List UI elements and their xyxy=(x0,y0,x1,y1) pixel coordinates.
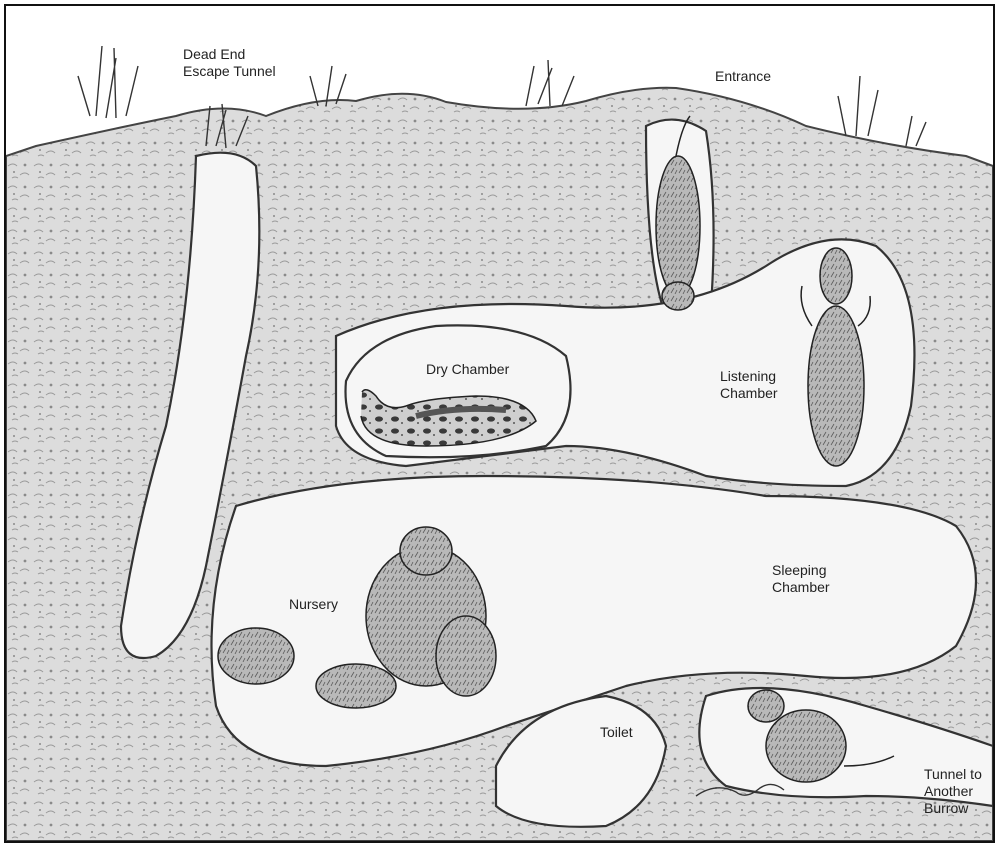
label-entrance: Entrance xyxy=(715,68,771,85)
label-tunnel-to-another-burrow: Tunnel to Another Burrow xyxy=(924,766,982,817)
label-line: Dry Chamber xyxy=(426,361,509,378)
label-dead-end-escape-tunnel: Dead End Escape Tunnel xyxy=(183,46,276,80)
label-listening-chamber: Listening Chamber xyxy=(720,368,778,402)
burrow-illustration xyxy=(6,6,993,841)
label-line: Listening xyxy=(720,368,778,385)
illustration-frame: Dead End Escape Tunnel Entrance Dry Cham… xyxy=(4,4,995,843)
label-line: Tunnel to xyxy=(924,766,982,783)
label-line: Dead End xyxy=(183,46,276,63)
label-nursery: Nursery xyxy=(289,596,338,613)
label-line: Nursery xyxy=(289,596,338,613)
label-line: Entrance xyxy=(715,68,771,85)
label-line: Another xyxy=(924,783,982,800)
label-line: Burrow xyxy=(924,800,982,817)
label-line: Sleeping xyxy=(772,562,830,579)
label-line: Escape Tunnel xyxy=(183,63,276,80)
label-toilet: Toilet xyxy=(600,724,633,741)
label-line: Toilet xyxy=(600,724,633,741)
label-line: Chamber xyxy=(772,579,830,596)
label-sleeping-chamber: Sleeping Chamber xyxy=(772,562,830,596)
label-dry-chamber: Dry Chamber xyxy=(426,361,509,378)
label-line: Chamber xyxy=(720,385,778,402)
